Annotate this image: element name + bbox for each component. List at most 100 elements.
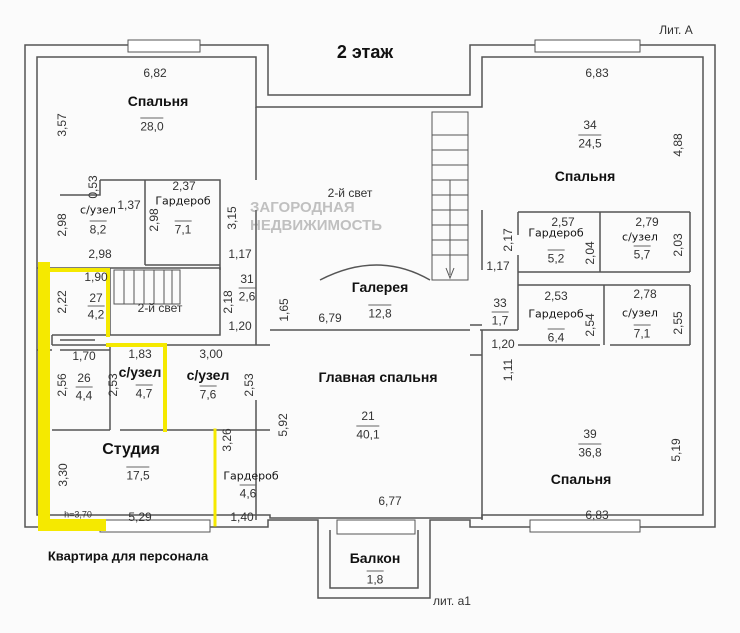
staircase-main xyxy=(431,111,469,281)
room-number: 34 xyxy=(583,118,597,132)
outer-wall xyxy=(24,44,716,599)
dim: 2,53 xyxy=(242,373,256,397)
room-area: 36,8 xyxy=(578,443,602,460)
room-area: 17,5 xyxy=(126,466,150,483)
dim: 1,90 xyxy=(84,270,108,284)
room-area: 7,1 xyxy=(633,324,651,341)
dim: 5,19 xyxy=(669,438,683,462)
dim: 2,57 xyxy=(551,215,575,229)
dim: 2,79 xyxy=(635,215,659,229)
window xyxy=(127,39,201,53)
staff-apartment-highlight xyxy=(38,262,217,531)
dim: 1,17 xyxy=(228,247,252,261)
room-name: Гардероб xyxy=(528,226,584,240)
room-area: 2,6 xyxy=(238,287,256,304)
dim: 3,30 xyxy=(56,463,70,487)
staff-apartment-label: Квартира для персонала xyxy=(47,548,209,564)
room-area: 1,7 xyxy=(491,311,509,328)
dim: 6,77 xyxy=(378,494,402,508)
dim: 1,83 xyxy=(128,347,152,361)
room-name: Спальня xyxy=(550,471,612,487)
dim: 6,82 xyxy=(143,66,167,80)
dim: 0,53 xyxy=(86,175,100,199)
dim: 1,20 xyxy=(491,337,515,351)
room-name: Спальня xyxy=(127,93,189,109)
dim: 2,04 xyxy=(583,241,597,265)
room-name: Гардероб xyxy=(528,307,584,321)
room-number: 31 xyxy=(240,272,254,286)
room-area: 4,4 xyxy=(75,386,93,403)
room-name: Галерея xyxy=(351,279,409,295)
dim: 2,54 xyxy=(583,313,597,337)
dim: 2,22 xyxy=(55,290,69,314)
dim: 2,55 xyxy=(671,311,685,335)
dim: 2,98 xyxy=(88,247,112,261)
room-area: 12,8 xyxy=(368,304,392,321)
dim: 2,53 xyxy=(544,289,568,303)
room-name: Гардероб xyxy=(155,194,211,208)
room-name: Главная спальня xyxy=(318,369,438,385)
dim: 6,79 xyxy=(318,311,342,325)
window xyxy=(99,519,211,533)
room-area: 6,4 xyxy=(547,328,565,345)
dim: 5,29 xyxy=(128,510,152,524)
room-area: 24,5 xyxy=(578,134,602,151)
room-area: 5,7 xyxy=(633,245,651,262)
dim: 2,98 xyxy=(147,208,161,232)
room-area: 1,8 xyxy=(366,570,384,587)
room-area: 5,2 xyxy=(547,249,565,266)
room-name: с/узел xyxy=(622,230,658,244)
dim: 1,70 xyxy=(72,349,96,363)
watermark-text-2: НЕДВИЖИМОСТЬ xyxy=(250,217,383,234)
second-light-label: 2-й свет xyxy=(327,186,373,200)
room-name: Балкон xyxy=(349,550,401,566)
dim: 2,56 xyxy=(55,373,69,397)
room-area: 7,6 xyxy=(199,385,217,402)
dim: 2,18 xyxy=(221,290,235,314)
dim: 2,37 xyxy=(172,179,196,193)
room-area: 8,2 xyxy=(89,220,107,237)
balcony-wall xyxy=(329,530,419,589)
room-area: 4,6 xyxy=(239,484,257,501)
dim: 1,40 xyxy=(230,510,254,524)
dim: 3,57 xyxy=(55,113,69,137)
window xyxy=(529,519,641,533)
dim: 6,83 xyxy=(585,66,609,80)
room-area: 7,1 xyxy=(174,220,192,237)
room-name: с/узел xyxy=(80,203,116,217)
dim: 4,88 xyxy=(671,133,685,157)
dim: 1,65 xyxy=(277,298,291,322)
room-area: 40,1 xyxy=(356,425,380,442)
room-number: 27 xyxy=(89,291,103,305)
ceiling-height: h=3,70 xyxy=(64,509,92,520)
dim: 3,00 xyxy=(199,347,223,361)
second-light-label: 2-й свет xyxy=(137,301,183,315)
balcony-door xyxy=(336,519,416,535)
page-title: 2 этаж xyxy=(336,42,394,62)
dim: 3,26 xyxy=(220,428,234,452)
room-number: 21 xyxy=(361,409,375,423)
dim: 2,03 xyxy=(671,233,685,257)
room-area: 4,7 xyxy=(135,384,153,401)
room-number: 26 xyxy=(77,371,91,385)
dim: 3,15 xyxy=(225,206,239,230)
dim: 2,53 xyxy=(106,373,120,397)
room-name: с/узел xyxy=(186,367,230,383)
window xyxy=(534,39,641,53)
lit-a1-label: лит. а1 xyxy=(433,594,471,608)
dim: 2,78 xyxy=(633,287,657,301)
room-name: с/узел xyxy=(118,364,162,380)
dim: 1,37 xyxy=(117,198,141,212)
dim: 6,83 xyxy=(585,508,609,522)
dim: 1,17 xyxy=(486,259,510,273)
dim: 2,17 xyxy=(501,228,515,252)
room-name: Спальня xyxy=(554,168,616,184)
watermark-text-1: ЗАГОРОДНАЯ xyxy=(250,199,355,216)
room-name: Студия xyxy=(102,441,160,458)
room-area: 28,0 xyxy=(140,117,164,134)
dim: 5,92 xyxy=(276,413,290,437)
lit-a-label: Лит. А xyxy=(659,23,693,37)
dim: 1,11 xyxy=(501,358,515,382)
room-number: 39 xyxy=(583,427,597,441)
